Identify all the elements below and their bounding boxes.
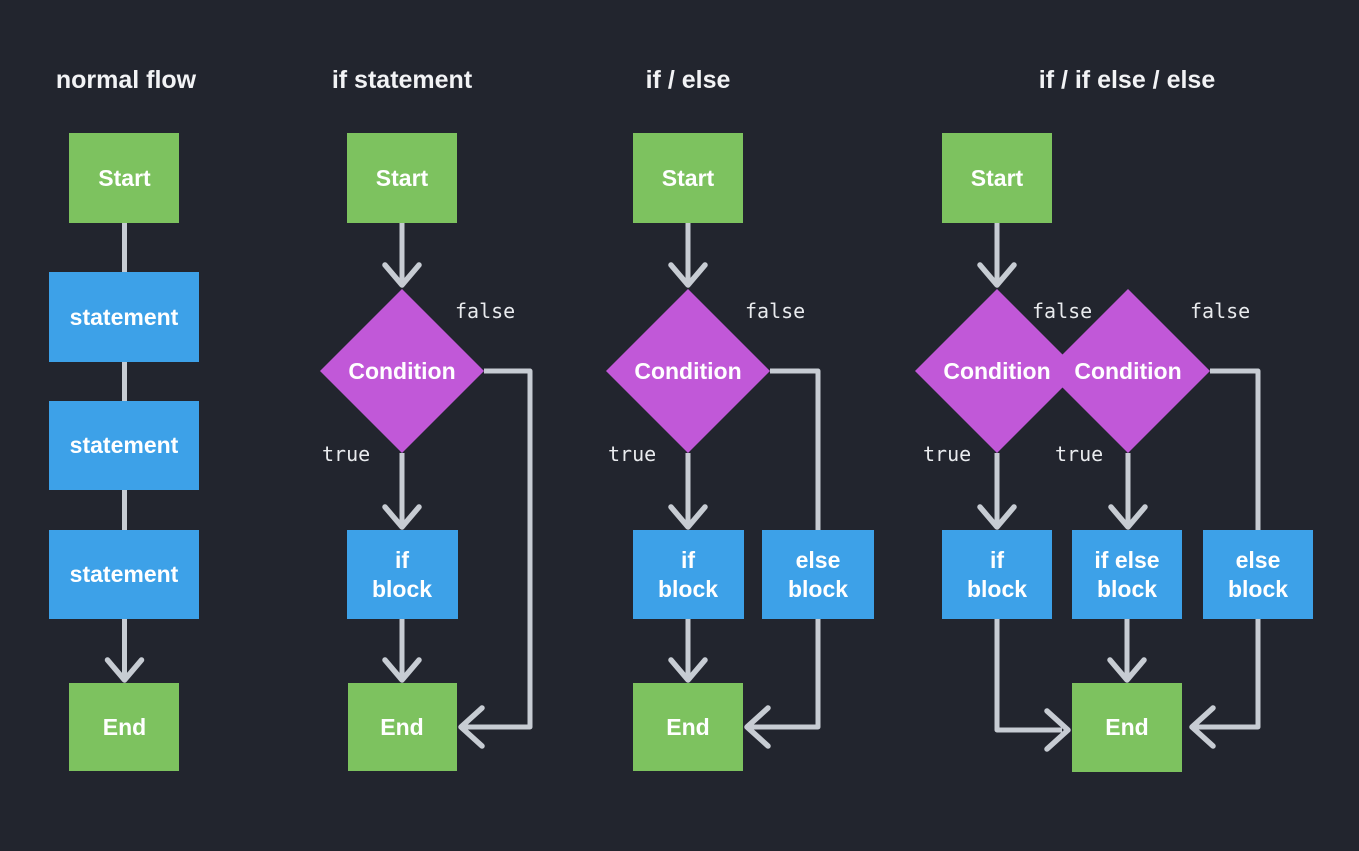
if-block-node: [633, 530, 744, 619]
start-node: [69, 133, 179, 223]
branch-label-true: true: [923, 442, 971, 466]
arrow-down-icon: [382, 262, 422, 288]
arrow-down-icon: [668, 657, 708, 683]
arrow-down-icon: [104, 657, 145, 683]
node-label: End: [103, 714, 146, 740]
statement-node: [49, 401, 199, 490]
if-else-block-node: [1072, 530, 1182, 619]
flow-if-ifelse-else: if / if else / else Start Condition Cond…: [915, 66, 1313, 772]
branch-label-true: true: [1055, 442, 1103, 466]
end-node: [348, 683, 457, 771]
arrow-left-icon: [1189, 705, 1216, 749]
node-label: block: [1097, 576, 1157, 602]
node-label: else: [796, 547, 841, 573]
node-label: block: [1228, 576, 1288, 602]
branch-label-true: true: [608, 442, 656, 466]
node-label: statement: [70, 561, 179, 587]
start-node: [347, 133, 457, 223]
arrow-down-icon: [1107, 657, 1147, 683]
node-label: block: [372, 576, 432, 602]
condition-node: [915, 289, 1079, 453]
flow-title: if statement: [332, 66, 473, 94]
end-node: [633, 683, 743, 771]
condition-node: [1046, 289, 1210, 453]
end-node: [1072, 683, 1182, 772]
arrow-left-icon: [458, 705, 485, 749]
node-label: if else: [1094, 547, 1159, 573]
node-label: statement: [70, 304, 179, 330]
node-label: Start: [971, 165, 1024, 191]
arrow-down-icon: [977, 504, 1017, 530]
arrow-right-icon: [1044, 708, 1071, 752]
node-label: Start: [98, 165, 151, 191]
branch-label-false: false: [745, 299, 805, 323]
else-block-node: [762, 530, 874, 619]
flow-title: normal flow: [56, 66, 197, 94]
arrow-down-icon: [668, 262, 708, 288]
branch-label-false: false: [1032, 299, 1092, 323]
else-block-node: [1203, 530, 1313, 619]
node-label: Start: [662, 165, 715, 191]
node-label: End: [1105, 714, 1148, 740]
branch-label-false: false: [1190, 299, 1250, 323]
arrow-down-icon: [668, 504, 708, 530]
node-label: End: [666, 714, 709, 740]
flow-if-else: if / else Start Condition false true if …: [606, 66, 874, 771]
arrow-down-icon: [977, 262, 1017, 288]
node-label: if: [395, 547, 409, 573]
statement-node: [49, 530, 199, 619]
flow-title: if / else: [646, 66, 731, 94]
node-label: Condition: [348, 358, 455, 384]
node-label: if: [990, 547, 1004, 573]
node-label: statement: [70, 432, 179, 458]
node-label: End: [380, 714, 423, 740]
if-block-node: [942, 530, 1052, 619]
arrow-down-icon: [1108, 504, 1148, 530]
branch-label-false: false: [455, 299, 515, 323]
arrow-down-icon: [382, 504, 422, 530]
if-block-node: [347, 530, 458, 619]
node-label: block: [967, 576, 1027, 602]
flow-title: if / if else / else: [1039, 66, 1216, 94]
arrow-down-icon: [382, 657, 422, 683]
flow-if: if statement Start Condition false true …: [320, 66, 533, 771]
condition-node: [606, 289, 770, 453]
node-label: block: [658, 576, 718, 602]
start-node: [942, 133, 1052, 223]
node-label: if: [681, 547, 695, 573]
arrow-left-icon: [744, 705, 771, 749]
node-label: Condition: [634, 358, 741, 384]
statement-node: [49, 272, 199, 362]
node-label: Condition: [1074, 358, 1181, 384]
node-label: Condition: [943, 358, 1050, 384]
start-node: [633, 133, 743, 223]
node-label: Start: [376, 165, 429, 191]
false-branch-line: [464, 368, 533, 730]
connector-line: [994, 619, 1062, 733]
end-node: [69, 683, 179, 771]
flow-normal: normal flow Start statement statement st…: [49, 66, 199, 771]
condition-node: [320, 289, 484, 453]
node-label: else: [1236, 547, 1281, 573]
branch-label-true: true: [322, 442, 370, 466]
node-label: block: [788, 576, 848, 602]
